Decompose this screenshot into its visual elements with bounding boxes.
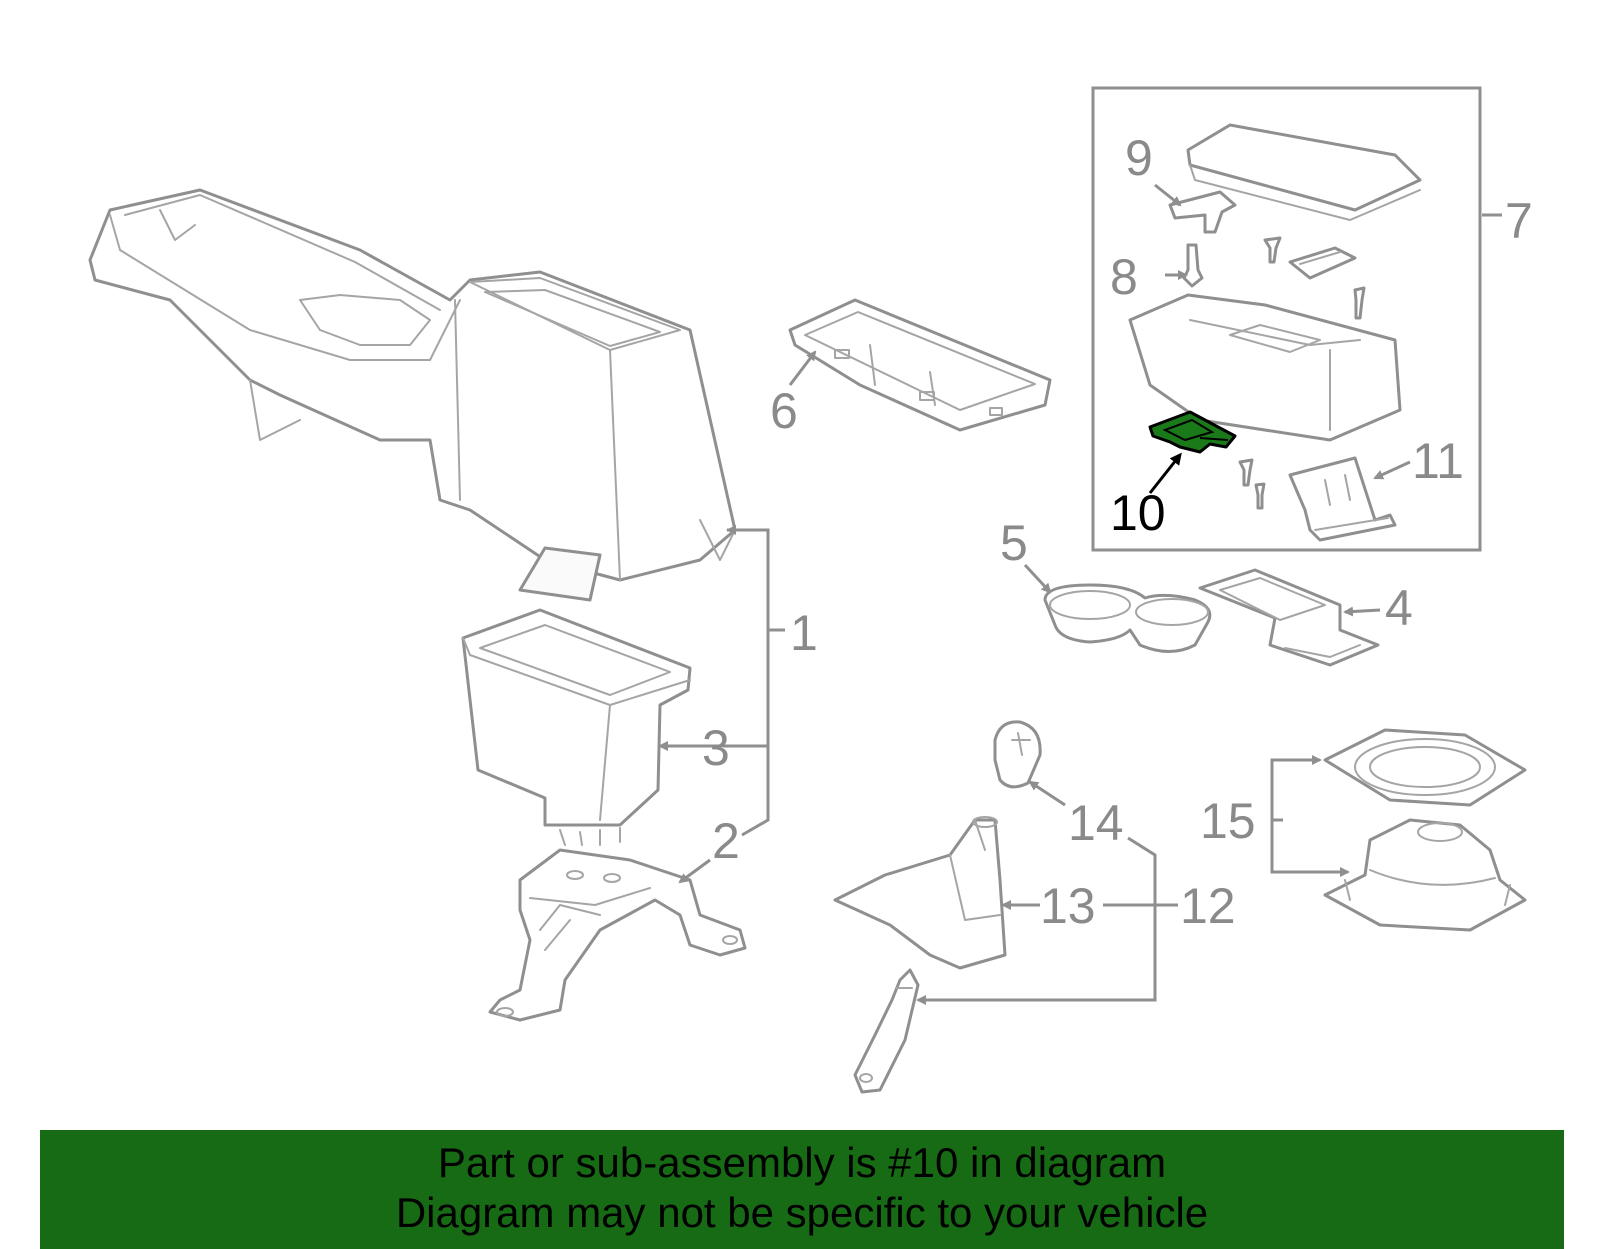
console-body-part [88,188,737,602]
parts-diagram: 1 2 3 4 5 6 7 8 9 10 11 12 13 14 15 [88,86,1533,1094]
callout-11[interactable]: 11 [1412,433,1464,489]
callout-13[interactable]: 13 [1040,878,1096,934]
callout-5[interactable]: 5 [1000,515,1028,571]
callout-10[interactable]: 10 [1110,485,1166,541]
hinge-plate-part [1288,456,1397,542]
shift-knob-part [993,720,1042,789]
callout-4[interactable]: 4 [1385,580,1413,636]
tray-part [788,298,1052,432]
shift-lever-part [853,968,920,1094]
armrest-assembly-inset [1091,86,1482,552]
callout-1[interactable]: 1 [790,605,818,661]
pin-part [1182,243,1204,288]
leader-lines [658,183,1502,1005]
callout-6[interactable]: 6 [770,383,798,439]
callout-15[interactable]: 15 [1200,793,1256,849]
storage-bin-part [461,608,692,846]
screw-part [1238,236,1366,510]
shift-boot-part [833,816,1007,970]
lower-boot-part [1323,818,1527,932]
latch-part [1288,246,1357,280]
banner-line-part-number: Part or sub-assembly is #10 in diagram [437,1139,1167,1186]
armrest-lid-part [1186,123,1422,221]
mat-part [1198,568,1380,667]
callout-7[interactable]: 7 [1505,193,1533,249]
callout-3[interactable]: 3 [702,720,730,776]
callout-14[interactable]: 14 [1068,795,1124,851]
callout-8[interactable]: 8 [1110,249,1138,305]
info-banner: Part or sub-assembly is #10 in diagram D… [40,1130,1564,1249]
armrest-base-part [1128,293,1402,442]
callout-2[interactable]: 2 [712,813,740,869]
callout-9[interactable]: 9 [1125,130,1153,186]
gasket-part [1323,728,1527,807]
bracket-part [488,848,747,1022]
highlighted-part-10[interactable] [1148,410,1237,454]
hinge-clip-part [1168,190,1237,234]
callout-12[interactable]: 12 [1180,878,1236,934]
banner-line-disclaimer: Diagram may not be specific to your vehi… [395,1189,1209,1236]
cup-holder-part [1043,583,1212,653]
